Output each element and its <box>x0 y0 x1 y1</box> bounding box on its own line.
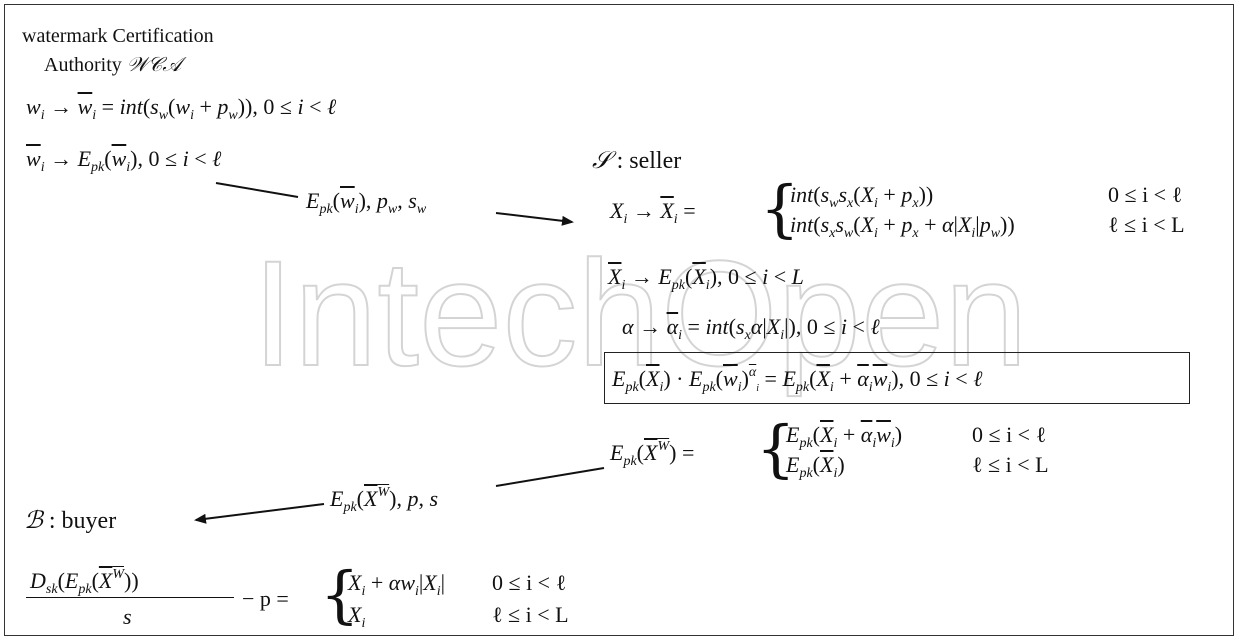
seller-eq5-brace: { <box>756 412 796 485</box>
seller-eq1-brace: { <box>760 172 800 245</box>
buyer-case1: Xi + αwi|Xi| <box>348 570 446 599</box>
seller-heading: 𝒮 : seller <box>592 148 681 173</box>
seller-eq1-case1: int(swsx(Xi + px)) <box>790 182 934 211</box>
buyer-cond2: ℓ ≤ i < L <box>492 602 569 627</box>
wca-eq1: wi → wi = int(sw(wi + pw)), 0 ≤ i < ℓ <box>26 94 337 123</box>
buyer-label: : buyer <box>48 508 117 534</box>
seller-eq4-box <box>604 352 1190 404</box>
seller-eq1-cond2: ℓ ≤ i < L <box>1108 212 1185 237</box>
message-seller-to-buyer: Epk(XW), p, s <box>330 485 439 515</box>
seller-eq3: α → αi = int(sxα|Xi|), 0 ≤ i < ℓ <box>622 314 880 343</box>
wca-symbol: 𝒲𝒞𝒜 <box>126 52 182 76</box>
seller-label: : seller <box>616 148 682 174</box>
buyer-case2: Xi <box>348 602 366 631</box>
arrow-seller-segment <box>495 467 605 487</box>
buyer-frac-numerator: Dsk(Epk(XW)) <box>30 567 139 597</box>
seller-symbol: 𝒮 <box>592 146 611 174</box>
seller-eq5-case2: Epk(Xi) <box>786 452 845 481</box>
diagram-frame <box>4 4 1234 636</box>
wca-eq2: wi → Epk(wi), 0 ≤ i < ℓ <box>26 146 222 175</box>
seller-eq1-case2: int(sxsw(Xi + px + α|Xi|pw)) <box>790 212 1015 241</box>
arrow-to-buyer <box>194 503 325 524</box>
buyer-fraction-bar <box>26 597 234 598</box>
seller-eq1-lhs: Xi → Xi = <box>610 198 696 227</box>
buyer-brace: { <box>320 558 360 631</box>
buyer-frac-denominator: s <box>123 604 132 629</box>
buyer-symbol: ℬ <box>24 506 43 534</box>
wca-title-line2: Authority 𝒲𝒞𝒜 <box>44 54 181 75</box>
wca-title-line1: watermark Certification <box>22 25 214 47</box>
arrow-to-seller <box>495 212 574 226</box>
seller-eq5-cond1: 0 ≤ i < ℓ <box>972 422 1047 447</box>
wca-title-authority: Authority <box>44 54 122 76</box>
buyer-heading: ℬ : buyer <box>24 508 116 533</box>
seller-eq2: Xi → Epk(Xi), 0 ≤ i < L <box>608 264 804 293</box>
arrow-wca-segment <box>215 182 299 198</box>
seller-eq5-case1: Epk(Xi + αiwi) <box>786 422 903 451</box>
seller-eq4: Epk(Xi) · Epk(wi)αi = Epk(Xi + αiwi), 0 … <box>612 365 983 395</box>
message-wca-to-seller: Epk(wi), pw, sw <box>306 188 427 217</box>
buyer-minus-p: − p = <box>242 586 289 611</box>
seller-eq5-lhs: Epk(XW) = <box>610 439 695 469</box>
buyer-cond1: 0 ≤ i < ℓ <box>492 570 567 595</box>
seller-eq1-cond1: 0 ≤ i < ℓ <box>1108 182 1183 207</box>
seller-eq5-cond2: ℓ ≤ i < L <box>972 452 1049 477</box>
